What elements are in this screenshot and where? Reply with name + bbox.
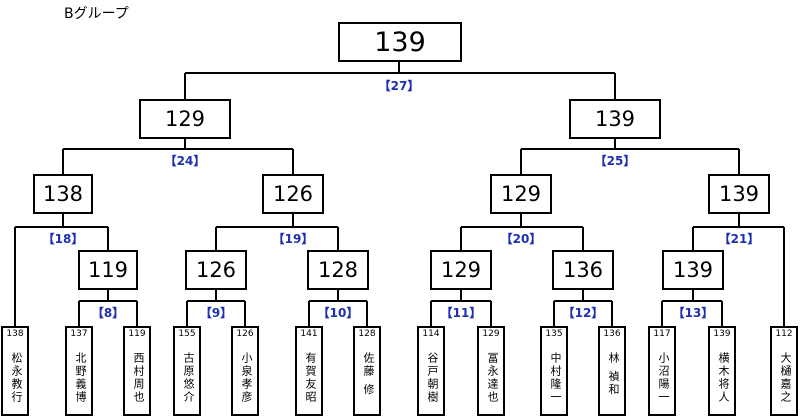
player-card: 114 谷戸朝樹 (417, 326, 445, 416)
player-score: 128 (358, 329, 376, 339)
match-label-10: 【10】 (313, 306, 363, 321)
player-score: 139 (713, 329, 731, 339)
player-card: 139 横木将人 (708, 326, 736, 416)
player-score: 155 (178, 329, 196, 339)
player-score: 114 (422, 329, 440, 339)
player-card: 119 西村周也 (123, 326, 151, 416)
player-score: 112 (775, 329, 793, 339)
player-score: 126 (236, 329, 254, 339)
player-score: 135 (545, 329, 563, 339)
player-name: 谷戸朝樹 (426, 352, 439, 404)
player-name: 有賀友昭 (304, 352, 317, 404)
match-label-8: 【8】 (83, 306, 133, 321)
player-card: 138 松永教行 (1, 326, 29, 416)
player-name: 大樋嘉之 (779, 352, 792, 404)
player-card: 117 小沼陽一 (648, 326, 676, 416)
player-card: 137 北野義博 (65, 326, 93, 416)
round1-score-box: 136 (552, 250, 614, 290)
player-score: 137 (70, 329, 88, 339)
player-score: 117 (653, 329, 671, 339)
player-card: 136 林 禎和 (598, 326, 626, 416)
match-label-13: 【13】 (668, 306, 718, 321)
player-name: 松永教行 (10, 352, 23, 404)
semi-score-box: 139 (569, 99, 661, 139)
match-label-25: 【25】 (590, 154, 640, 169)
player-name: 古原悠介 (182, 352, 195, 404)
match-label-24: 【24】 (160, 154, 210, 169)
player-card: 135 中村隆一 (540, 326, 568, 416)
player-name: 冨永達也 (486, 352, 499, 404)
quarter-score-box: 129 (490, 174, 552, 214)
round1-score-box: 128 (307, 250, 369, 290)
player-score: 141 (300, 329, 318, 339)
round1-score-box: 126 (185, 250, 247, 290)
final-score-box: 139 (338, 22, 462, 62)
player-score: 129 (482, 329, 500, 339)
quarter-score-box: 139 (708, 174, 770, 214)
quarter-score-box: 138 (33, 174, 93, 214)
match-label-9: 【9】 (191, 306, 241, 321)
match-label-27: 【27】 (374, 79, 424, 94)
match-label-12: 【12】 (558, 306, 608, 321)
player-card: 126 小泉孝彦 (231, 326, 259, 416)
round1-score-box: 119 (78, 250, 138, 290)
round1-score-box: 129 (430, 250, 492, 290)
player-card: 128 佐藤 修 (353, 326, 381, 416)
player-name: 小泉孝彦 (240, 352, 253, 404)
player-name: 小沼陽一 (657, 352, 670, 404)
player-card: 155 古原悠介 (173, 326, 201, 416)
player-card: 129 冨永達也 (477, 326, 505, 416)
match-label-21: 【21】 (714, 232, 764, 247)
match-label-19: 【19】 (268, 232, 318, 247)
group-title: Bグループ (64, 6, 129, 22)
player-name: 中村隆一 (549, 352, 562, 404)
player-card: 141 有賀友昭 (295, 326, 323, 416)
player-score: 138 (6, 329, 24, 339)
player-name: 西村周也 (132, 352, 145, 404)
player-name: 林 禎和 (607, 352, 620, 397)
player-card: 112 大樋嘉之 (770, 326, 798, 416)
match-label-20: 【20】 (496, 232, 546, 247)
round1-score-box: 139 (662, 250, 724, 290)
match-label-18: 【18】 (38, 232, 88, 247)
player-name: 北野義博 (74, 352, 87, 404)
player-name: 佐藤 修 (362, 352, 375, 397)
semi-score-box: 129 (139, 99, 231, 139)
match-label-11: 【11】 (436, 306, 486, 321)
player-name: 横木将人 (717, 352, 730, 404)
quarter-score-box: 126 (262, 174, 324, 214)
player-score: 119 (128, 329, 146, 339)
player-score: 136 (603, 329, 621, 339)
